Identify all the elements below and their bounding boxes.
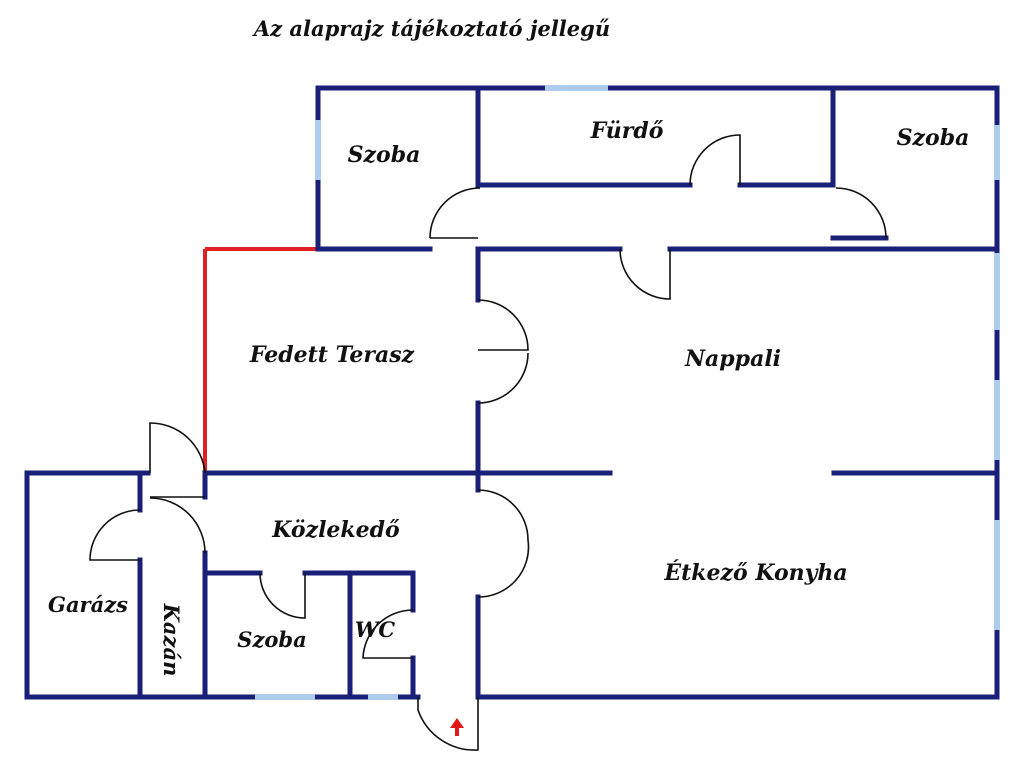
room-label-fedett-terasz: Fedett Terasz (249, 342, 415, 368)
room-label-garazs: Garázs (48, 592, 128, 617)
terrace-edge (203, 247, 318, 473)
room-label-szoba-bottom: Szoba (237, 627, 306, 652)
door-swings (89, 134, 887, 751)
plan-title: Az alaprajz tájékoztató jellegű (252, 16, 610, 41)
room-label-wc: WC (355, 617, 396, 642)
walls (24, 85, 1000, 700)
entrance-arrow-icon (450, 718, 464, 736)
room-label-nappali: Nappali (684, 346, 781, 372)
room-label-kazan: Kazán (159, 603, 184, 677)
room-label-szoba-top-left: Szoba (348, 142, 421, 168)
room-label-kozlekedo: Közlekedő (271, 517, 400, 543)
room-label-etkezo-konyha: Étkező Konyha (663, 559, 847, 586)
room-label-furdo: Fürdő (590, 118, 664, 144)
windows (255, 85, 1000, 700)
room-label-szoba-top-right: Szoba (897, 125, 970, 151)
